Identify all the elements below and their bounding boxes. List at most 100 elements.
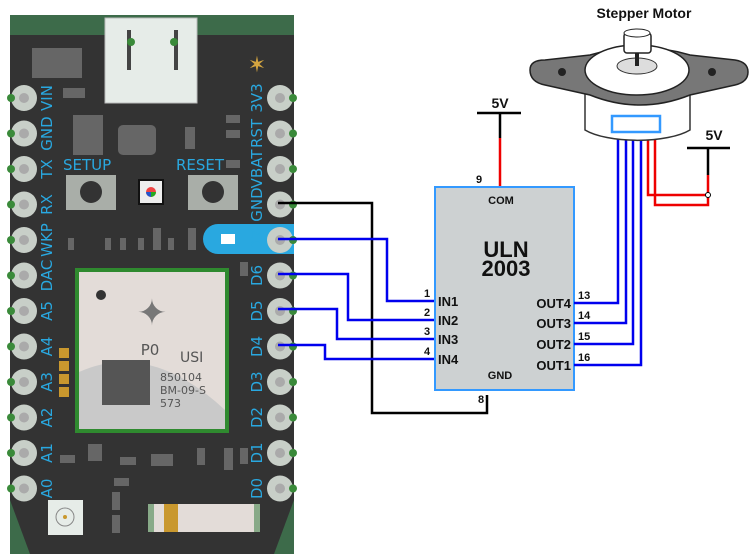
pin-a5[interactable]: A5 — [7, 298, 56, 324]
pin-vin[interactable]: VIN — [7, 85, 56, 111]
wire-gnd — [278, 201, 489, 415]
pin-d2[interactable]: D2 — [248, 404, 297, 431]
pin-label: WKP — [38, 223, 56, 257]
output-pin-1: 13 — [578, 290, 590, 302]
datamatrix-code — [102, 360, 150, 405]
pin-label: VBAT — [248, 149, 266, 189]
pin-label: D4 — [248, 336, 266, 357]
output-pin-2: 14 — [578, 310, 591, 322]
pin-label: D5 — [248, 300, 266, 321]
pin-a0[interactable]: A0 — [7, 475, 56, 502]
input-label-2: IN2 — [438, 313, 458, 328]
chip-title-1: ULN — [483, 237, 528, 262]
wire-motor-com-b — [653, 123, 710, 207]
wifi-module: ✦ P0 USI 850104 BM-09-S 573 — [75, 268, 229, 433]
output-label-2: OUT3 — [536, 316, 571, 331]
pin-label: GND — [248, 187, 266, 221]
module-code-3: 573 — [160, 397, 181, 410]
setup-button[interactable] — [66, 175, 116, 210]
reset-label: RESET — [176, 156, 225, 174]
pin-label: RST — [248, 118, 266, 148]
pin-vbat[interactable]: VBAT — [248, 149, 297, 189]
pin-a3[interactable]: A3 — [7, 369, 56, 395]
pin-label: A0 — [38, 479, 56, 499]
pin-rx[interactable]: RX — [7, 191, 56, 218]
com-label: COM — [488, 195, 514, 207]
output-pin-3: 15 — [578, 331, 590, 343]
input-pin-3: 3 — [424, 326, 430, 338]
pin-a1[interactable]: A1 — [7, 440, 56, 466]
pin-a2[interactable]: A2 — [7, 404, 56, 431]
pin-label: RX — [38, 194, 56, 215]
usb-connector — [104, 17, 198, 104]
pin-label: A2 — [38, 408, 56, 428]
wire-out1 — [574, 123, 643, 367]
pin-d1[interactable]: D1 — [248, 440, 297, 466]
pin-dac[interactable]: DAC — [7, 260, 56, 292]
svg-text:5V: 5V — [705, 127, 723, 143]
svg-text:5V: 5V — [491, 95, 509, 111]
pin-d3[interactable]: D3 — [248, 369, 297, 395]
wire-d4-in4 — [278, 343, 435, 361]
pin-label: 3V3 — [248, 83, 266, 112]
gnd-pin: 8 — [478, 394, 484, 406]
pin-label: VIN — [38, 85, 56, 111]
chip-title-2: 2003 — [482, 256, 531, 281]
input-pin-2: 2 — [424, 307, 430, 319]
pin-a4[interactable]: A4 — [7, 333, 56, 360]
wire-d7-in1 — [278, 237, 435, 303]
rgb-led — [138, 179, 164, 205]
pin-d5[interactable]: D5 — [248, 298, 297, 324]
motor-5v-supply: 5V — [687, 127, 730, 198]
stepper-motor: Stepper Motor — [529, 5, 749, 142]
output-label-1: OUT4 — [536, 296, 571, 311]
pin-tx[interactable]: TX — [7, 156, 56, 182]
input-pin-4: 4 — [424, 346, 431, 358]
input-label-4: IN4 — [438, 352, 459, 367]
pin-label: TX — [38, 159, 56, 179]
motor-title: Stepper Motor — [597, 5, 692, 21]
module-code-1: 850104 — [160, 371, 202, 384]
pin-label: D3 — [248, 371, 266, 392]
input-label-1: IN1 — [438, 294, 458, 309]
pin-wkp[interactable]: WKP — [7, 223, 56, 257]
pin-label: A3 — [38, 372, 56, 392]
pin-gnd[interactable]: GND — [248, 187, 297, 222]
photon-board: ✶ SETUP RESET ✦ P0 USI 850104 BM-09-S 57… — [7, 15, 297, 554]
wire-out3 — [574, 123, 628, 325]
input-label-3: IN3 — [438, 332, 458, 347]
wire-out2 — [574, 123, 635, 346]
pin-label: D6 — [248, 265, 266, 286]
input-pin-1: 1 — [424, 288, 430, 300]
pin-label: DAC — [38, 260, 56, 292]
output-pin-4: 16 — [578, 352, 590, 364]
com-pin: 9 — [476, 174, 482, 186]
wire-d5-in3 — [278, 307, 435, 341]
output-label-4: OUT1 — [536, 358, 571, 373]
pin-label: D7 — [248, 229, 266, 250]
antenna-connector — [48, 500, 83, 535]
svg-text:✦: ✦ — [137, 292, 167, 333]
pin-label: D0 — [248, 478, 266, 499]
setup-label: SETUP — [63, 156, 111, 174]
reset-button[interactable] — [188, 175, 238, 210]
pin-label: A1 — [38, 443, 56, 463]
pin-label: D2 — [248, 407, 266, 428]
gnd-label: GND — [488, 370, 513, 382]
wire-motor-com-a — [646, 123, 708, 197]
chip-5v-supply: 5V — [477, 95, 521, 187]
output-label-3: OUT2 — [536, 337, 571, 352]
pin-label: A4 — [38, 337, 56, 357]
particle-logo-icon: ✶ — [248, 52, 266, 77]
pin-label: GND — [38, 116, 56, 150]
pin-3v3[interactable]: 3V3 — [248, 83, 297, 113]
pin-label: A5 — [38, 301, 56, 321]
pin-gnd[interactable]: GND — [7, 116, 56, 151]
wire-d6-in2 — [278, 272, 435, 322]
pin-rst[interactable]: RST — [248, 118, 297, 148]
module-model: P0 — [141, 341, 160, 359]
pin-d0[interactable]: D0 — [248, 475, 297, 502]
chip-antenna — [148, 504, 260, 532]
